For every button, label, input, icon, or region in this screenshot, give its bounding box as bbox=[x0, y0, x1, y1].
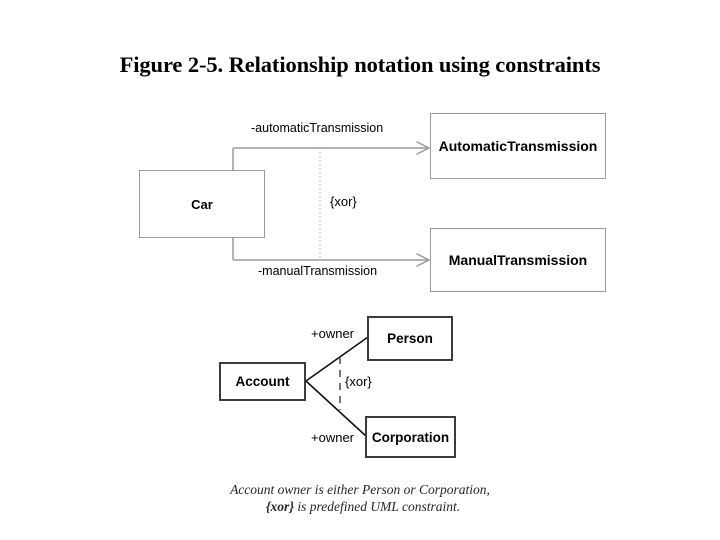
class-box-manualtransmission[interactable]: ManualTransmission bbox=[430, 228, 606, 292]
class-name-person: Person bbox=[387, 331, 433, 346]
figure-caption: Account owner is either Person or Corpor… bbox=[0, 481, 720, 515]
caption-line-2-rest: is predefined UML constraint. bbox=[294, 499, 461, 514]
caption-line-2: {xor} is predefined UML constraint. bbox=[0, 498, 720, 515]
class-box-person[interactable]: Person bbox=[367, 316, 453, 361]
xor-constraint-label-top: {xor} bbox=[330, 194, 357, 209]
edge-car-automatictransmission bbox=[232, 141, 431, 170]
edge-label-automatic-transmission: -automaticTransmission bbox=[251, 121, 384, 135]
class-name-car: Car bbox=[191, 196, 213, 212]
class-name-manualtransmission: ManualTransmission bbox=[448, 252, 588, 268]
caption-xor-term: {xor} bbox=[265, 499, 295, 514]
edge-label-manual-transmission: -manualTransmission bbox=[258, 264, 378, 278]
caption-line-1: Account owner is either Person or Corpor… bbox=[230, 482, 490, 497]
class-name-account: Account bbox=[235, 374, 290, 389]
class-box-automatictransmission[interactable]: AutomaticTransmission bbox=[430, 113, 606, 179]
edge-account-corporation bbox=[305, 380, 368, 438]
edge-label-owner-person: +owner bbox=[311, 326, 354, 341]
class-box-car[interactable]: Car bbox=[139, 170, 265, 238]
class-box-corporation[interactable]: Corporation bbox=[365, 416, 456, 458]
class-name-corporation: Corporation bbox=[371, 429, 450, 445]
xor-constraint-label-bottom: {xor} bbox=[345, 374, 372, 389]
edge-label-owner-corporation: +owner bbox=[311, 430, 354, 445]
class-name-automatictransmission: AutomaticTransmission bbox=[438, 138, 598, 154]
edge-account-person bbox=[305, 336, 369, 382]
edge-car-manualtransmission bbox=[232, 238, 431, 267]
class-box-account[interactable]: Account bbox=[219, 362, 306, 401]
arrowhead-automatic-icon bbox=[416, 141, 431, 155]
arrowhead-manual-icon bbox=[416, 253, 431, 267]
figure-title: Figure 2-5. Relationship notation using … bbox=[119, 52, 601, 77]
